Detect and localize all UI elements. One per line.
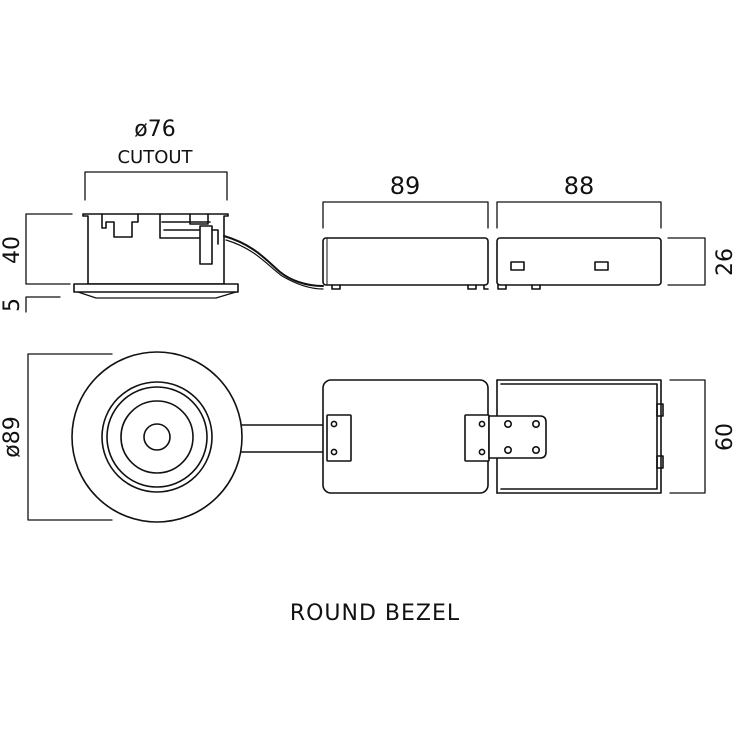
box-width-label: 60: [713, 423, 735, 451]
driver-length-label: 89: [390, 172, 421, 200]
bezel-diameter-dimension-line: [27, 353, 113, 521]
box-width-dimension-line: [669, 379, 706, 494]
drawing-title: ROUND BEZEL: [290, 601, 460, 626]
driver-length-dimension-line: [322, 201, 489, 229]
junction-box-top-view: [488, 379, 664, 494]
height-dimension-line: [25, 213, 73, 285]
driver-height-dimension-line: [667, 237, 706, 286]
downlight-top-view: [71, 351, 331, 523]
downlight-side-view: [73, 213, 324, 299]
cutout-diameter-label: ø76: [134, 117, 175, 142]
junction-box-side-view: [496, 237, 662, 290]
junction-box-length-dimension-line: [496, 201, 662, 229]
driver-height-label: 26: [713, 248, 735, 276]
cutout-label: CUTOUT: [117, 147, 193, 168]
cutout-dimension-line: [84, 171, 228, 201]
height-label: 40: [0, 236, 25, 264]
bezel-thickness-label: 5: [0, 298, 25, 312]
junction-box-length-label: 88: [564, 172, 595, 200]
driver-side-view: [322, 237, 489, 290]
driver-top-view: [322, 379, 490, 494]
bezel-thickness-dimension-line: [25, 296, 61, 313]
bezel-diameter-label: ø89: [0, 416, 25, 457]
